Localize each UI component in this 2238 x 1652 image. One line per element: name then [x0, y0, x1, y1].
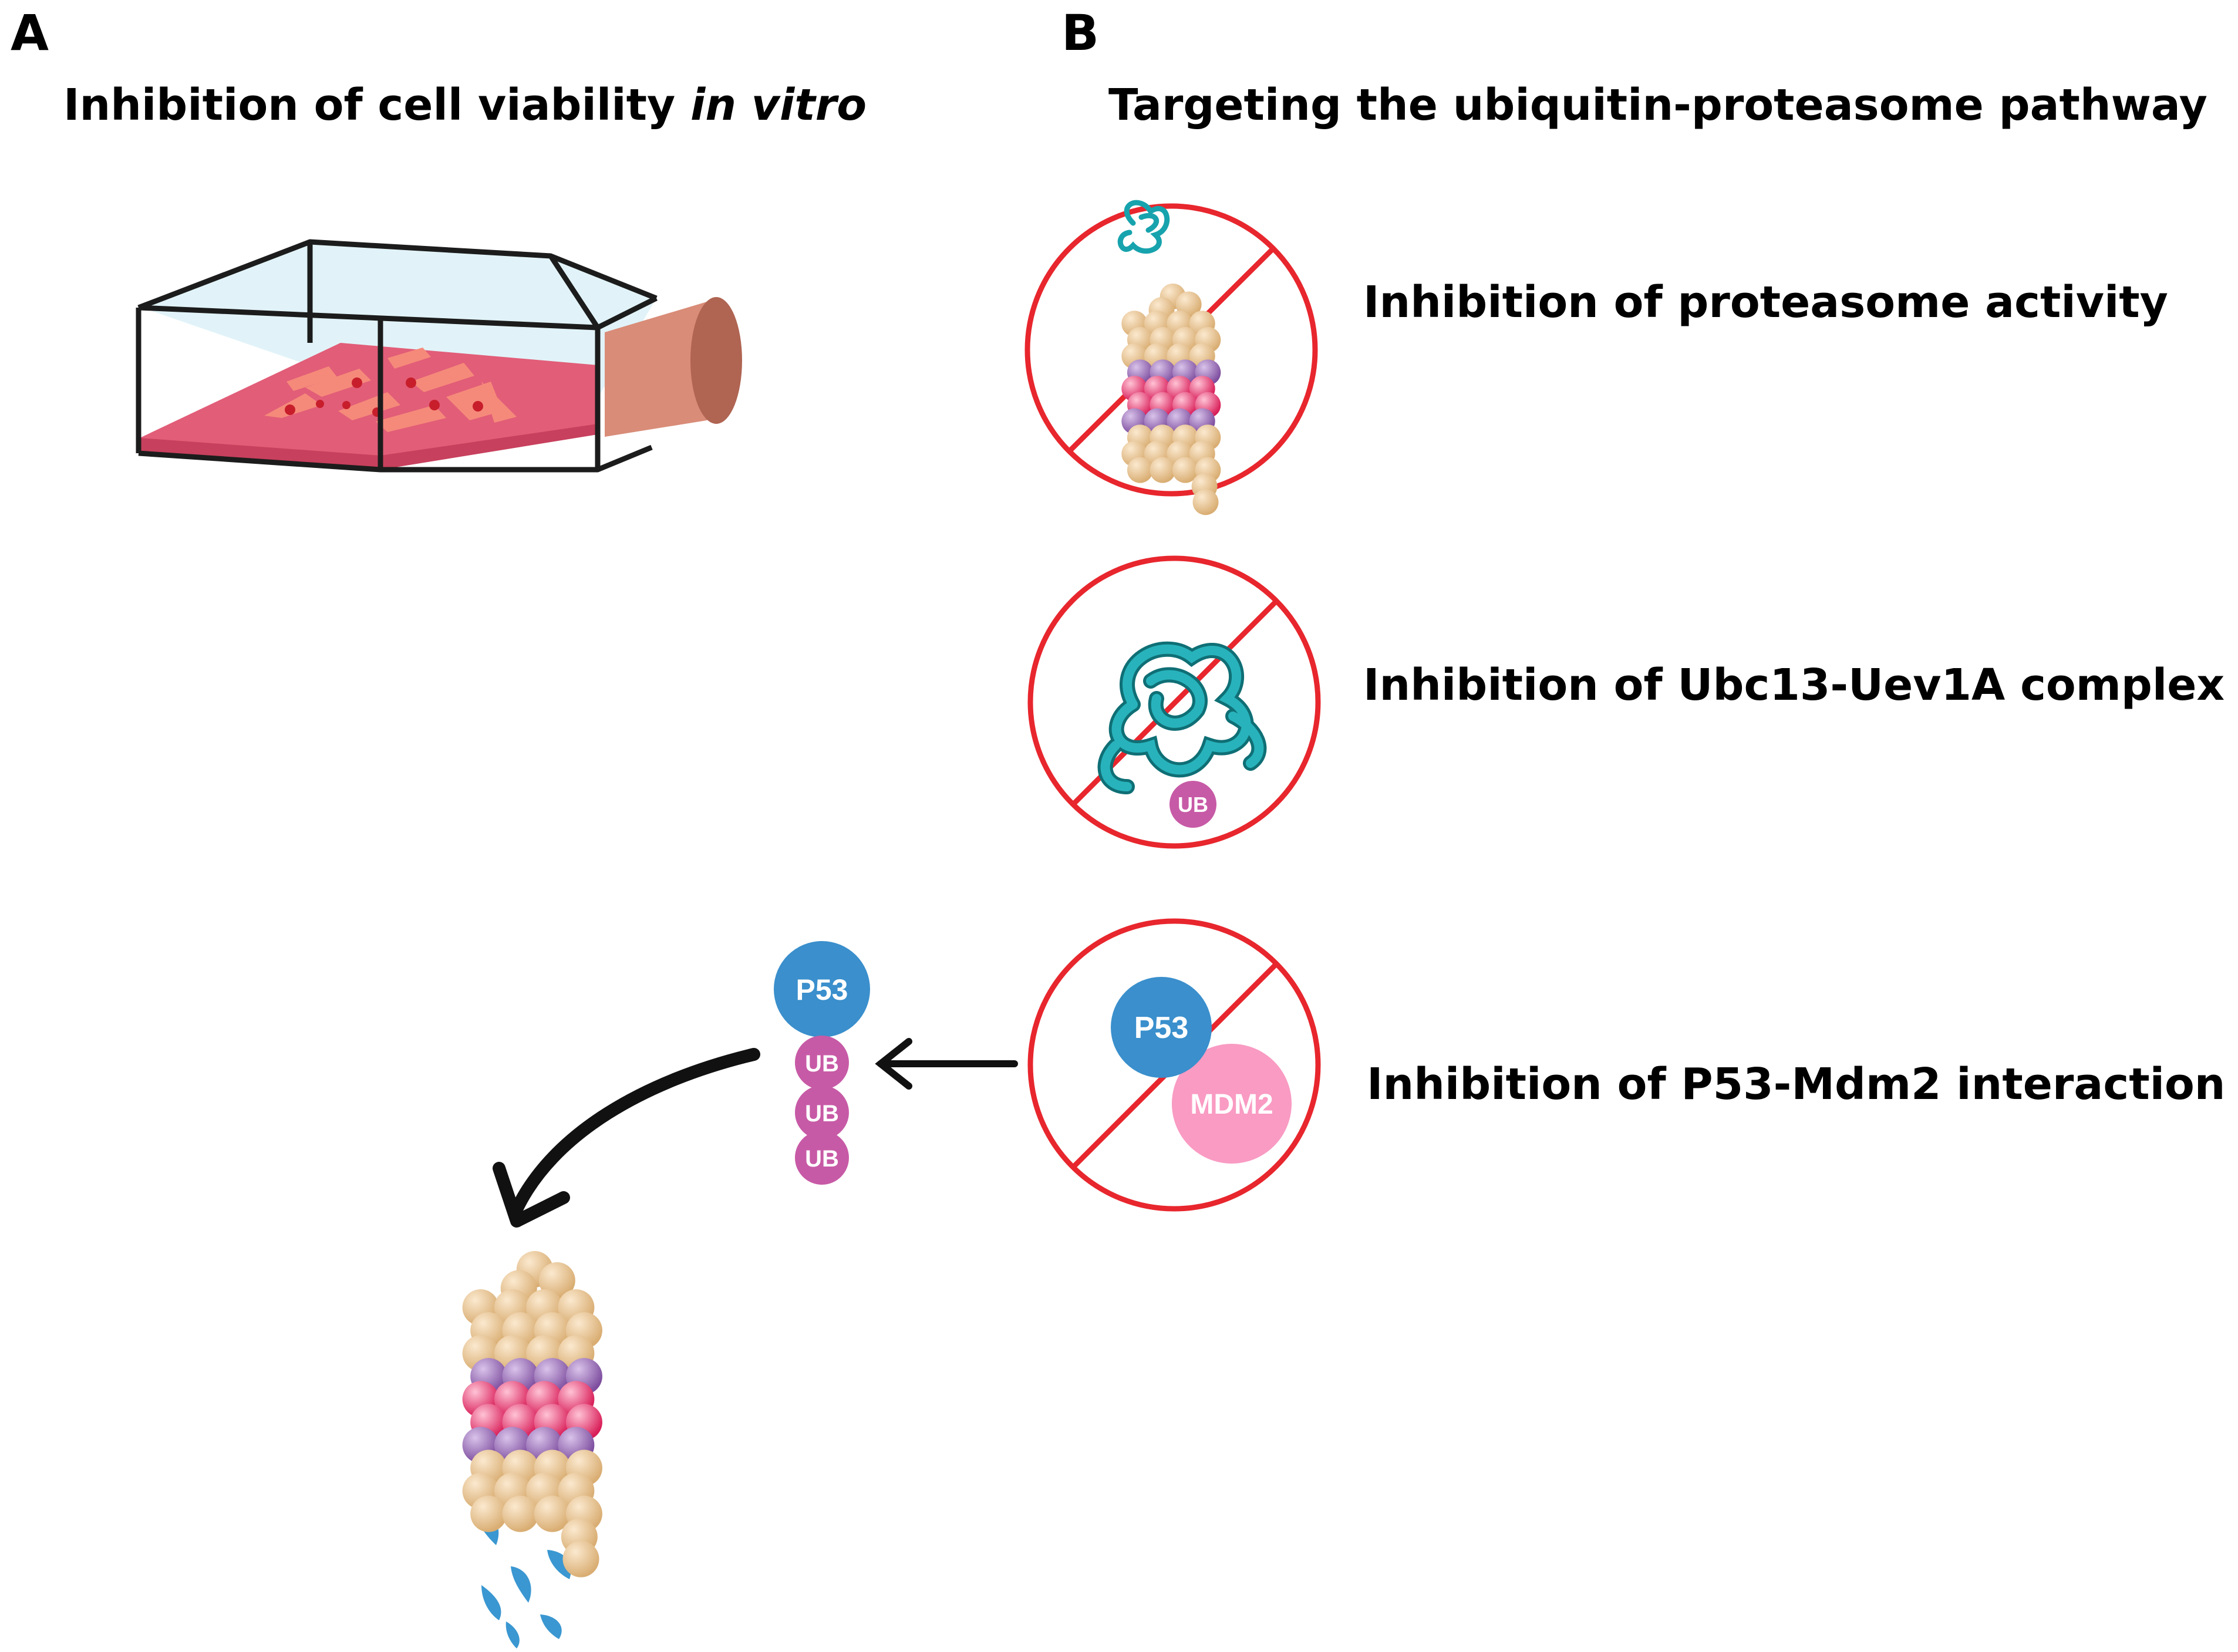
ub-label-3: UB [805, 1146, 839, 1172]
p53-label-chain: P53 [796, 973, 848, 1006]
ub-label-1: UB [805, 1051, 839, 1077]
culture-flask-icon [136, 239, 742, 473]
label-ubc13-uev1a-inhibition: Inhibition of Ubc13-Uev1A complex [1363, 660, 2225, 710]
label-p53-mdm2-inhibition: Inhibition of P53-Mdm2 interaction [1367, 1059, 2226, 1110]
proteasome-bead [534, 1495, 571, 1532]
panel-a-title-italic: in vitro [690, 80, 867, 130]
p53-ub-chain-icon: P53 UB UB UB [774, 941, 870, 1185]
proteasome-bead [1175, 291, 1202, 318]
proteasome-bead [502, 1495, 539, 1532]
mdm2-label: MDM2 [1190, 1089, 1273, 1120]
panel-b-title: Targeting the ubiquitin-proteasome pathw… [1108, 80, 2207, 130]
p53-label: P53 [1134, 1011, 1189, 1045]
proteasome-bead [1127, 457, 1153, 483]
proteasome-bead [538, 1262, 575, 1299]
mdm2-icon: MDM2 [1172, 1044, 1292, 1164]
curved-arrow-icon [493, 1048, 760, 1228]
proteasome-icon-large [462, 1251, 602, 1577]
proteasome-bead [1192, 489, 1219, 515]
proteasome-icon-small [1121, 284, 1221, 515]
ub-label: UB [1178, 793, 1208, 817]
p53-icon-circle-3: P53 [1111, 977, 1212, 1078]
arrow-left-icon [875, 1038, 1018, 1090]
cells-icon [264, 348, 517, 432]
ub-label-2: UB [805, 1101, 839, 1127]
proteasome-bead [1172, 457, 1198, 483]
panel-letter-b: B [1061, 4, 1100, 62]
polypeptide-icon-small [1117, 200, 1170, 254]
panel-letter-a: A [11, 4, 49, 62]
label-proteasome-inhibition: Inhibition of proteasome activity [1363, 277, 2168, 328]
flask-cap-icon [605, 297, 742, 437]
panel-a-title: Inhibition of cell viability in vitro [63, 83, 867, 127]
proteasome-bead [470, 1495, 507, 1532]
panel-a-title-main: Inhibition of cell viability [63, 80, 690, 130]
ub-badge-circle-2: UB [1169, 781, 1216, 828]
proteasome-bead [562, 1540, 599, 1577]
proteasome-bead [1150, 457, 1176, 483]
